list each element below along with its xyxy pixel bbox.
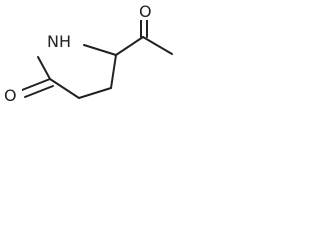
bond-c2-c3: [49, 78, 80, 99]
label-o-ring: O: [0, 84, 22, 106]
bond-c2-o-a: [21, 78, 51, 91]
acetyl-group: [115, 13, 173, 56]
label-o-acetyl: O: [136, 0, 156, 21]
lactam-carbonyl: [21, 78, 54, 98]
label-nh: NH: [45, 30, 81, 52]
acetyl-oxygen-label: O: [139, 2, 152, 21]
bond-c5-n: [83, 44, 117, 56]
bond-c5-cacyl: [115, 36, 144, 56]
nitrogen-label: NH: [47, 32, 71, 51]
bond-c2-o-b: [24, 85, 54, 98]
lactam-oxygen-label: O: [4, 86, 17, 105]
bond-cacyl-methyl: [142, 36, 173, 55]
pyrrolidinone-ring: [37, 44, 117, 99]
molecule-structure: NH O O: [0, 0, 173, 106]
bond-c4-c5: [110, 54, 117, 89]
bond-n-c2: [37, 56, 51, 80]
bond-c3-c4: [78, 87, 112, 99]
